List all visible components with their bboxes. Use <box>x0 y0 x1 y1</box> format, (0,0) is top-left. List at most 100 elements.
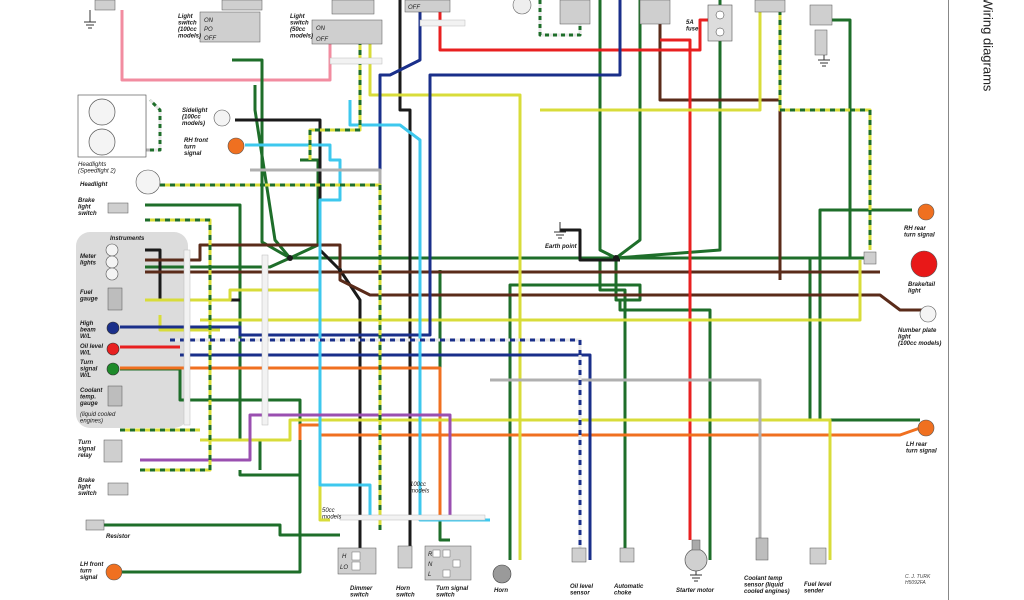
meter-light-1 <box>105 243 119 257</box>
label-sw-on-1: ON <box>204 18 214 24</box>
page-margin-line <box>948 0 949 600</box>
label-sw-off-1: OFF <box>204 36 216 42</box>
oil-level-sensor-body <box>571 547 587 563</box>
label-sw-on-2: ON <box>316 26 326 32</box>
brake-tail-bulb <box>910 250 938 278</box>
relay-top-1 <box>559 0 591 25</box>
earth-symbol-1 <box>84 10 96 29</box>
page-title-rotated: Wiring diagrams <box>968 0 1008 110</box>
wire-whiteblue-stripe <box>170 338 582 560</box>
credit-line-2: H5092FA <box>905 580 926 586</box>
wire-green-12 <box>100 523 340 537</box>
coolant-gauge-box <box>107 385 123 407</box>
top-left-connector <box>94 0 116 11</box>
wire-lightblue-1 <box>245 143 372 520</box>
label-headlight: Headlight <box>80 182 108 188</box>
earth-symbol-2 <box>818 55 830 67</box>
horn-switch-box <box>397 545 413 569</box>
wire-red-3 <box>660 38 692 540</box>
wire-green-4 <box>289 158 320 260</box>
wire-green-1 <box>232 58 850 260</box>
label-instruments: Instruments <box>110 236 145 242</box>
label-sw-l: L <box>428 572 431 578</box>
relay-top-2 <box>639 0 671 25</box>
loom-bar-top <box>329 57 383 65</box>
earth-symbol-3 <box>554 222 566 239</box>
earth-symbol-4 <box>690 568 702 582</box>
wire-orange-1 <box>120 366 442 520</box>
wire-brown-2 <box>145 243 930 312</box>
brake-tail-connector <box>863 251 877 265</box>
label-resistor: Resistor <box>106 534 131 540</box>
meter-light-3 <box>105 267 119 281</box>
wire-green-16 <box>598 258 627 560</box>
page-title: Wiring diagrams <box>980 0 996 92</box>
wire-green-15 <box>618 300 712 560</box>
sidelight-bulb <box>213 109 231 127</box>
diode-unit <box>809 4 833 56</box>
wire-black-3 <box>398 0 412 560</box>
label-sw-r: R <box>428 552 433 558</box>
battery <box>707 4 733 42</box>
meter-light-2 <box>105 255 119 269</box>
fuel-gauge-box <box>107 287 123 311</box>
label-earth-point: Earth point <box>545 244 578 250</box>
connector-top <box>404 0 451 13</box>
wire-black-4 <box>560 228 620 262</box>
wire-yellowgreen-4-stripe <box>308 40 362 160</box>
high-beam-light <box>106 321 120 335</box>
regulator <box>754 0 786 13</box>
label-headlights: Headlights(Speedfight 2) <box>78 162 116 175</box>
number-plate-bulb <box>919 305 937 323</box>
wire-green-10 <box>508 258 642 560</box>
coolant-sensor-body <box>755 537 769 561</box>
wire-green-17 <box>438 270 450 542</box>
oil-level-light <box>106 342 120 356</box>
horn-disc <box>492 564 512 584</box>
brake-switch-lower <box>107 482 129 496</box>
wire-yellow-2 <box>145 288 330 522</box>
wire-red-1 <box>438 0 720 52</box>
auto-choke-body <box>619 547 635 563</box>
credit-line-1: C. J. TURK <box>905 574 931 580</box>
wire-yellow-5 <box>540 0 762 112</box>
loom-bar-1 <box>261 254 269 426</box>
light-switch-100 <box>199 0 263 43</box>
junction-right <box>613 255 619 261</box>
rh-rear-turn-bulb <box>917 203 935 221</box>
junction-left <box>287 255 293 261</box>
lh-front-turn-bulb <box>105 563 123 581</box>
wire-violet <box>140 413 452 520</box>
wire-yellowgreen-2-stripe <box>140 218 212 472</box>
wire-whitegreen-2-stripe <box>538 0 582 37</box>
label-starter-motor: Starter motor <box>676 588 715 594</box>
headlight-assembly <box>77 94 147 158</box>
wire-black-2 <box>145 248 240 302</box>
label-sw-h: H <box>342 554 347 560</box>
wire-yellow-6 <box>200 418 832 560</box>
wire-yellow-1 <box>368 40 522 560</box>
wire-blue-2 <box>120 0 622 337</box>
lh-rear-turn-bulb <box>917 419 935 437</box>
dimmer-switch-box <box>337 547 377 575</box>
